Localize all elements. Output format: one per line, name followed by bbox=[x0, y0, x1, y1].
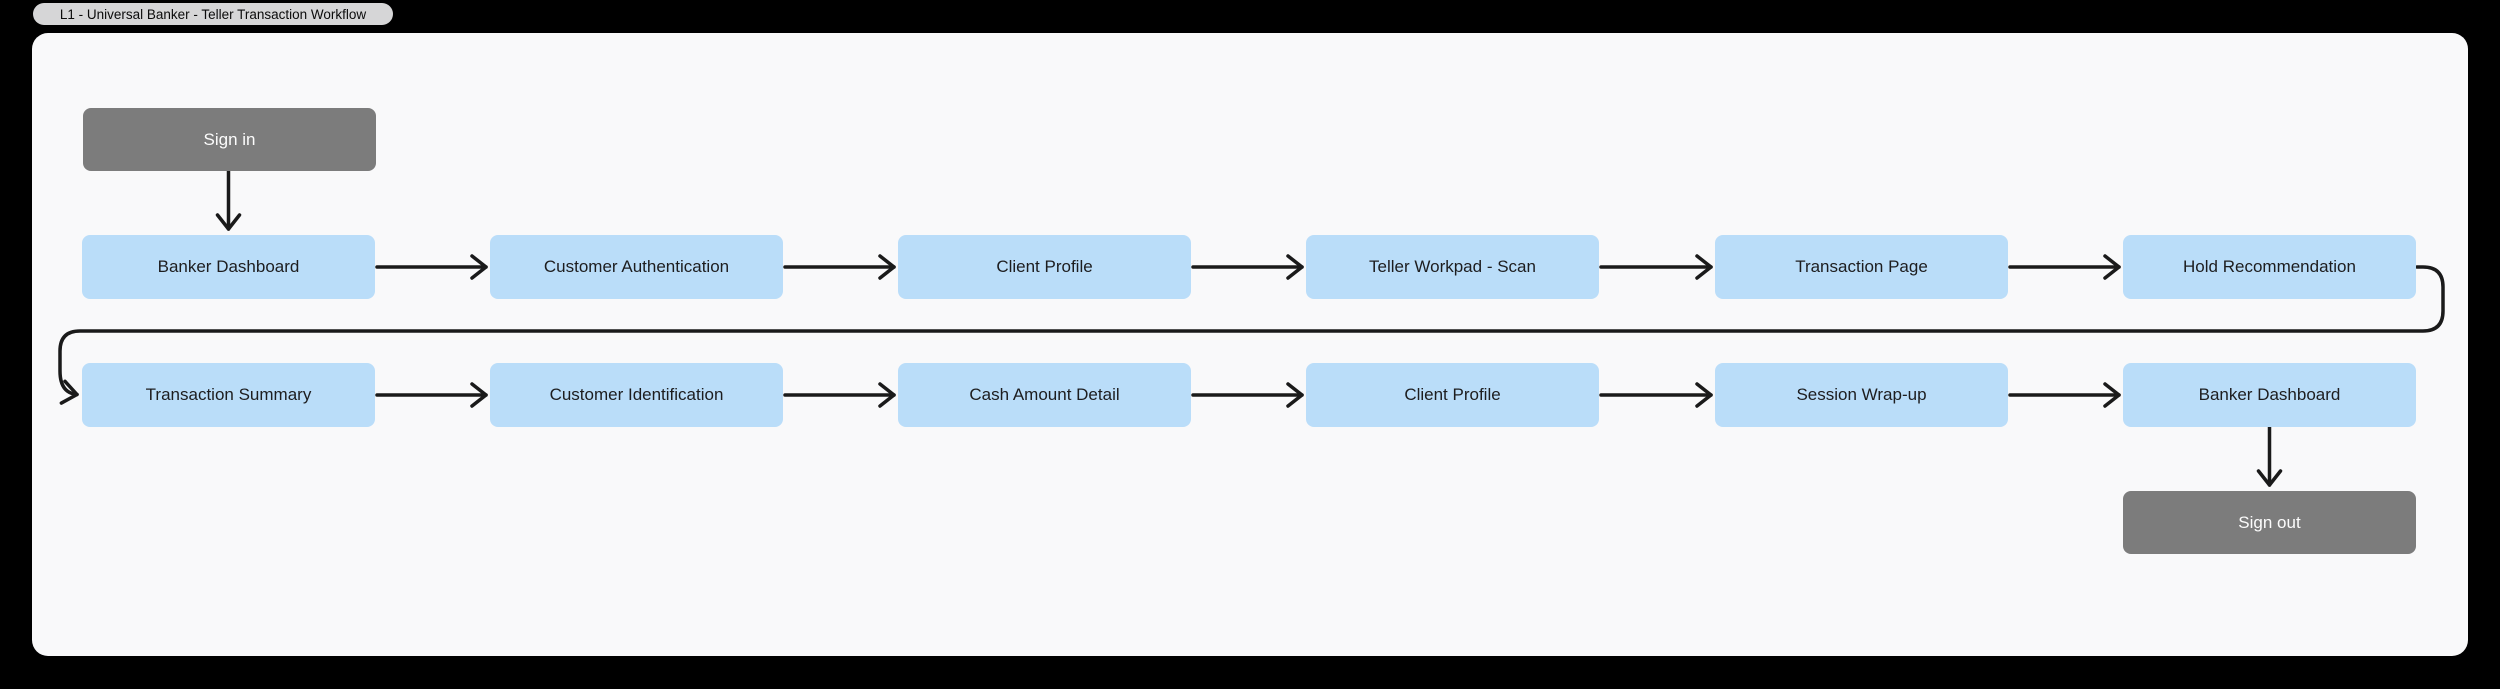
node-transaction-page[interactable]: Transaction Page bbox=[1715, 235, 2008, 299]
node-teller-workpad-scan[interactable]: Teller Workpad - Scan bbox=[1306, 235, 1599, 299]
node-label: Customer Identification bbox=[549, 385, 724, 404]
node-label: Customer Authentication bbox=[543, 257, 730, 276]
node-label: Client Profile bbox=[996, 257, 1093, 276]
node-session-wrap-up[interactable]: Session Wrap-up bbox=[1715, 363, 2008, 427]
diagram-title-tab[interactable]: L1 - Universal Banker - Teller Transacti… bbox=[33, 3, 393, 25]
node-label: Banker Dashboard bbox=[2198, 385, 2341, 404]
node-banker-dashboard-1[interactable]: Banker Dashboard bbox=[82, 235, 375, 299]
node-sign-in[interactable]: Sign in bbox=[83, 108, 376, 171]
node-banker-dashboard-2[interactable]: Banker Dashboard bbox=[2123, 363, 2416, 427]
node-label: Cash Amount Detail bbox=[969, 385, 1120, 404]
node-label: Sign in bbox=[203, 129, 256, 149]
node-label: Session Wrap-up bbox=[1796, 385, 1927, 404]
node-transaction-summary[interactable]: Transaction Summary bbox=[82, 363, 375, 427]
node-customer-identification[interactable]: Customer Identification bbox=[490, 363, 783, 427]
node-hold-recommendation[interactable]: Hold Recommendation bbox=[2123, 235, 2416, 299]
node-sign-out[interactable]: Sign out bbox=[2123, 491, 2416, 554]
node-cash-amount-detail[interactable]: Cash Amount Detail bbox=[898, 363, 1191, 427]
diagram-canvas[interactable] bbox=[32, 33, 2468, 656]
node-client-profile-1[interactable]: Client Profile bbox=[898, 235, 1191, 299]
node-label: Sign out bbox=[2238, 512, 2301, 532]
node-label: Teller Workpad - Scan bbox=[1369, 257, 1536, 276]
node-label: Banker Dashboard bbox=[157, 257, 300, 276]
node-client-profile-2[interactable]: Client Profile bbox=[1306, 363, 1599, 427]
node-customer-authentication[interactable]: Customer Authentication bbox=[490, 235, 783, 299]
node-label: Hold Recommendation bbox=[2183, 257, 2356, 276]
node-label: Client Profile bbox=[1404, 385, 1501, 404]
node-label: Transaction Page bbox=[1795, 257, 1928, 276]
diagram-title-label: L1 - Universal Banker - Teller Transacti… bbox=[59, 6, 367, 22]
node-label: Transaction Summary bbox=[145, 385, 312, 404]
